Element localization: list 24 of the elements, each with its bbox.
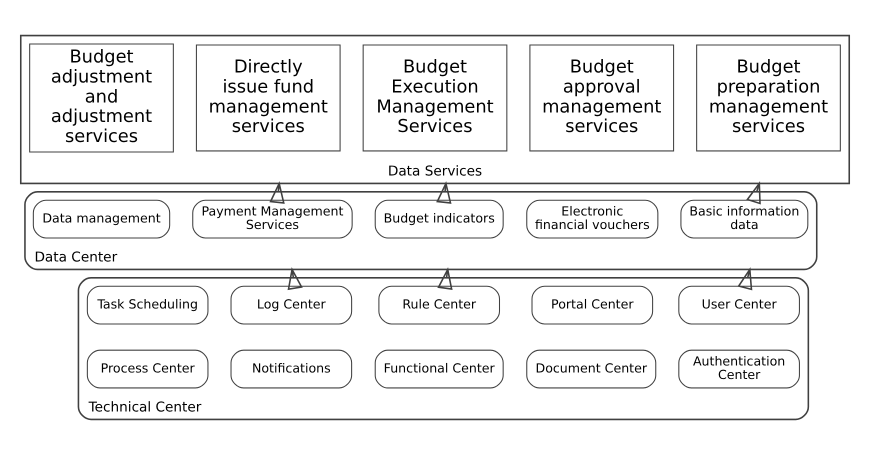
node-box: Directly issue fund management services — [196, 44, 341, 151]
arrow — [288, 266, 303, 290]
node-box: Budget indicators — [374, 199, 504, 238]
node-box: Portal Center — [531, 285, 654, 324]
node-box: Rule Center — [378, 285, 500, 324]
node-box: Document Center — [526, 349, 656, 388]
node-box: Budget preparation management services — [696, 44, 841, 151]
node-box: Log Center — [230, 285, 352, 324]
node-box: User Center — [678, 285, 800, 324]
node-box: Payment Management Services — [192, 199, 353, 238]
arrow — [436, 180, 452, 204]
node-box: Authentication Center — [678, 349, 800, 388]
node-box: Basic information data — [680, 199, 808, 238]
node-box: Functional Center — [374, 349, 504, 388]
node-box: Data management — [32, 199, 170, 238]
node-box: Task Scheduling — [86, 285, 208, 324]
node-box: Notifications — [230, 349, 352, 388]
node-box: Process Center — [86, 349, 208, 388]
arrow — [437, 266, 453, 290]
arrow — [269, 180, 285, 204]
node-box: Electronic financial vouchers — [526, 199, 658, 238]
node-box: Budget adjustment and adjustment services — [29, 42, 174, 152]
node-box: Budget Execution Management Services — [362, 44, 508, 151]
node-box: Budget approval management services — [529, 44, 674, 151]
